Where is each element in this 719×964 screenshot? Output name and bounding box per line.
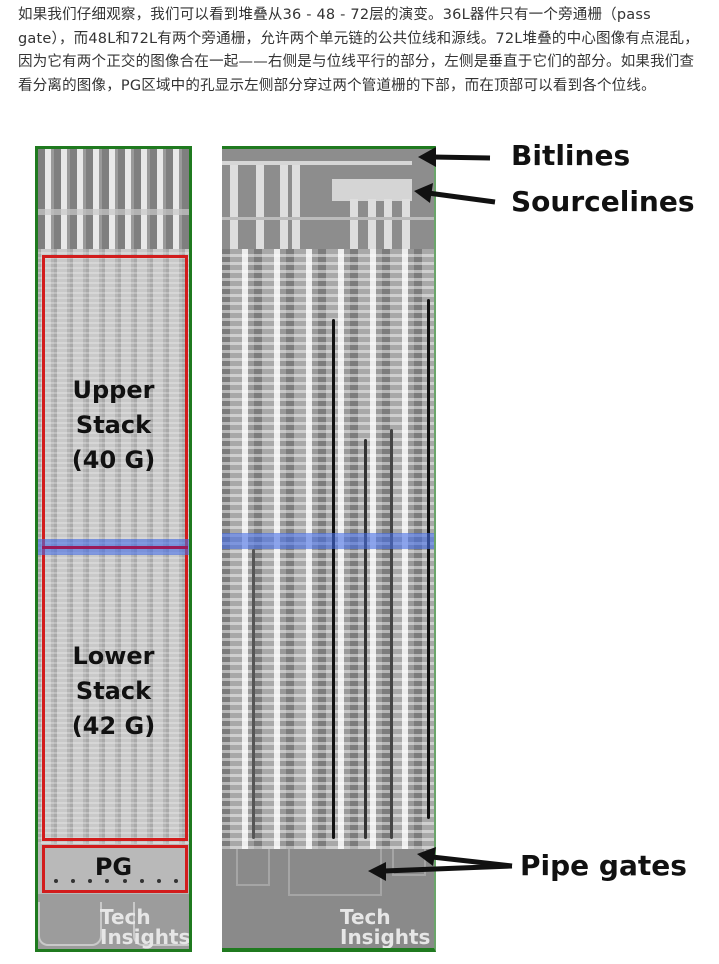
pipe-gates-arrowhead-2 — [368, 862, 386, 881]
cell-array-region — [222, 249, 434, 849]
bitline-structure — [222, 161, 412, 165]
pipe-gates-arrowhead-1 — [417, 847, 436, 866]
pg-hole — [156, 879, 161, 883]
watermark-line1: Tech — [340, 905, 391, 929]
upper-stack-line2: Stack — [75, 411, 152, 439]
pipe-gate-trench — [133, 902, 189, 946]
pg-hole — [71, 879, 76, 883]
substrate-region — [38, 894, 189, 949]
bitlines-arrow — [431, 154, 491, 161]
article-paragraph: 如果我们仔细观察，我们可以看到堆叠从36 - 48 - 72层的演变。36L器件… — [18, 4, 708, 98]
contact-pillar — [350, 199, 358, 254]
slit-line — [364, 439, 367, 839]
pg-hole — [122, 879, 127, 883]
lower-stack-line3: (42 G) — [71, 712, 156, 740]
pg-hole — [173, 879, 178, 883]
pg-hole — [88, 879, 93, 883]
watermark-line1: Tech — [100, 905, 151, 929]
pg-hole — [105, 879, 110, 883]
lower-stack-label: Lower Stack (42 G) — [38, 639, 189, 744]
sourcelines-arrowhead — [414, 183, 433, 203]
right-cross-section-image: Tech Insights — [222, 146, 436, 952]
techinsights-watermark: Tech Insights — [340, 907, 430, 947]
watermark-line2: Insights — [100, 925, 191, 949]
upper-stack-label: Upper Stack (40 G) — [38, 373, 189, 478]
bitline-contacts-region — [38, 149, 189, 249]
bitlines-label: Bitlines — [511, 139, 631, 172]
contact-pillar — [402, 199, 410, 254]
slit-line — [390, 429, 393, 839]
stack-junction-line — [42, 546, 188, 549]
contact-pillar — [230, 165, 238, 255]
lower-stack-line2: Stack — [75, 677, 152, 705]
pipe-gates-label: Pipe gates — [520, 849, 687, 882]
bitlines-arrowhead — [418, 147, 436, 167]
slit-line — [332, 319, 335, 839]
pg-hole — [139, 879, 144, 883]
pipe-gate-trench — [38, 902, 102, 946]
stack-junction-band — [222, 533, 434, 549]
techinsights-watermark: Tech Insights — [100, 905, 191, 949]
sourceline-structure — [332, 179, 412, 201]
horizontal-layer — [222, 217, 434, 220]
pg-hole — [54, 879, 58, 883]
contact-pillar — [384, 199, 392, 254]
pipe-gates-arrow-2 — [383, 863, 513, 874]
pg-holes — [54, 879, 178, 883]
paragraph-text: 如果我们仔细观察，我们可以看到堆叠从36 - 48 - 72层的演变。36L器件… — [18, 7, 699, 94]
upper-stack-line3: (40 G) — [71, 446, 156, 474]
contact-pillar — [256, 165, 264, 255]
contact-band — [38, 209, 189, 215]
contact-pillar — [368, 199, 376, 254]
left-cross-section-image: Upper Stack (40 G) Lower Stack (42 G) PG… — [35, 146, 192, 952]
lower-stack-line1: Lower — [72, 642, 155, 670]
sourcelines-arrow — [427, 190, 496, 205]
watermark-line2: Insights — [340, 925, 431, 949]
sourcelines-label: Sourcelines — [511, 185, 695, 218]
slit-line — [252, 549, 255, 839]
contact-pillar — [280, 165, 288, 255]
tem-cross-section-figure: Upper Stack (40 G) Lower Stack (42 G) PG… — [0, 140, 719, 964]
slit-line — [427, 299, 430, 819]
contact-pillar — [292, 165, 300, 255]
pipe-gate-region — [222, 849, 434, 948]
annotation-arrows — [368, 147, 513, 881]
pipe-gate-outline — [392, 849, 426, 876]
upper-stack-line1: Upper — [72, 376, 155, 404]
pg-highlight-box — [42, 845, 188, 893]
pg-label: PG — [94, 853, 133, 881]
pipe-gate-outline — [236, 849, 270, 886]
